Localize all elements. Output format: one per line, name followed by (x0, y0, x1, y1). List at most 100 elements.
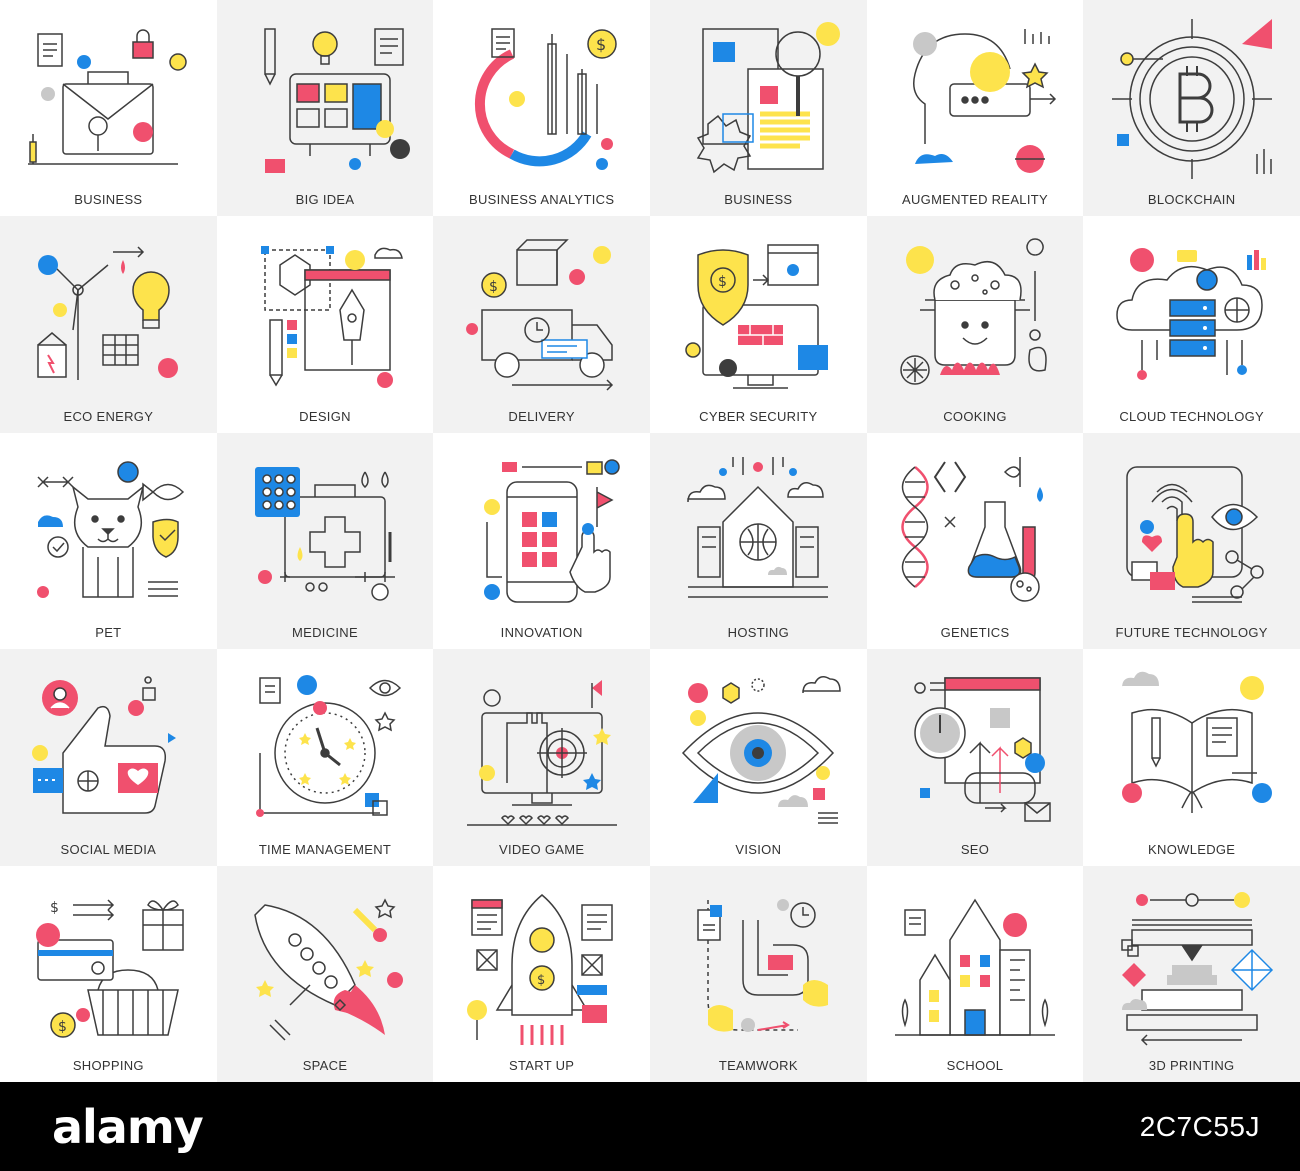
tile-vision: VISION (650, 649, 867, 866)
truck-icon: $ (465, 239, 613, 391)
tile-blockchain: BLOCKCHAIN (1083, 0, 1300, 217)
stock-image-id: 2C7C55J (1139, 1110, 1260, 1142)
server-house-icon (687, 456, 829, 598)
svg-text:$: $ (537, 973, 545, 988)
briefcase-icon (28, 29, 188, 165)
tile-label: VISION (735, 841, 782, 857)
tile-label: SOCIAL MEDIA (60, 841, 157, 857)
tile-social-media: SOCIAL MEDIA (0, 649, 217, 866)
hands-path-icon (697, 898, 829, 1032)
tile-label: BUSINESS ANALYTICS (469, 192, 615, 208)
open-book-icon (1121, 671, 1272, 814)
tile-label: DELIVERY (508, 408, 575, 424)
tile-label: ECO ENERGY (63, 408, 154, 424)
tile-label: BUSINESS (724, 192, 793, 208)
seo-gauge-icon (914, 677, 1051, 822)
tile-shopping: $ $ SHOPPING (0, 865, 217, 1082)
tile-start-up: $ START UP (433, 865, 650, 1082)
svg-text:$: $ (596, 35, 606, 54)
tile-school: SCHOOL (866, 865, 1084, 1082)
cooking-pot-icon (900, 238, 1047, 386)
tile-space: SPACE (216, 865, 434, 1082)
smartphone-icon (483, 459, 620, 603)
rocket-icon (254, 897, 403, 1041)
clock-icon (255, 675, 402, 818)
tile-genetics: GENETICS (866, 432, 1084, 650)
startup-rocket-icon: $ (466, 893, 613, 1045)
watermark-footer: alamy 2C7C55J (0, 1082, 1300, 1171)
school-building-icon (894, 898, 1055, 1036)
tile-business-2: BUSINESS (650, 0, 867, 217)
tile-delivery: $ DELIVERY (433, 216, 650, 433)
tile-label: SHOPPING (72, 1057, 144, 1073)
tile-hosting: HOSTING (650, 432, 867, 650)
tile-knowledge: KNOWLEDGE (1083, 649, 1300, 866)
tile-time-management: TIME MANAGEMENT (216, 649, 434, 866)
eye-icon (682, 676, 842, 824)
tile-augmented-reality: AUGMENTED REALITY (866, 0, 1084, 217)
tile-business-analytics: $ BUSINESS ANALYTICS (433, 0, 650, 217)
magnifier-document-icon (697, 22, 841, 174)
tile-label: INNOVATION (500, 625, 583, 641)
vr-headset-icon (912, 29, 1057, 173)
dna-icon (901, 456, 1043, 602)
tile-label: GENETICS (940, 625, 1010, 641)
cloud-server-icon (1115, 248, 1266, 381)
tile-business: BUSINESS (0, 0, 217, 217)
tile-pet: PET (0, 432, 217, 650)
tile-label: CYBER SECURITY (699, 408, 818, 424)
tile-label: KNOWLEDGE (1148, 841, 1236, 857)
first-aid-kit-icon (254, 466, 395, 601)
tile-future-technology: FUTURE TECHNOLOGY (1083, 432, 1300, 650)
tile-label: BLOCKCHAIN (1147, 192, 1236, 208)
tile-label: START UP (509, 1057, 575, 1073)
tile-label: TIME MANAGEMENT (258, 841, 392, 857)
tile-label: SCHOOL (946, 1057, 1004, 1073)
lightbulb-icon (264, 28, 410, 173)
tile-innovation: INNOVATION (433, 432, 650, 650)
tile-video-game: VIDEO GAME (433, 649, 650, 866)
tile-label: COOKING (943, 408, 1007, 424)
svg-text:$: $ (718, 274, 727, 290)
tile-big-idea: BIG IDEA (216, 0, 434, 217)
tile-label: FUTURE TECHNOLOGY (1115, 625, 1268, 641)
shopping-basket-icon: $ $ (36, 899, 185, 1038)
thumbs-up-icon (32, 676, 177, 814)
game-monitor-icon (466, 680, 617, 826)
tile-label: SEO (960, 841, 990, 857)
tile-cooking: COOKING (866, 216, 1084, 433)
tile-label: AUGMENTED REALITY (902, 192, 1048, 208)
fingerprint-tablet-icon (1125, 466, 1264, 603)
icon-grid: BUSINESS BIG IDEA (0, 0, 1300, 1082)
shield-monitor-icon: $ (685, 244, 829, 390)
tile-label: BUSINESS (74, 192, 143, 208)
tile-cyber-security: $ CYBER SECURITY (650, 216, 867, 433)
tile-label: BIG IDEA (295, 192, 355, 208)
3d-printer-icon (1120, 891, 1273, 1046)
pen-tool-icon (260, 246, 403, 389)
svg-text:$: $ (489, 279, 498, 295)
tile-cloud-technology: CLOUD TECHNOLOGY (1083, 216, 1300, 433)
tile-design: DESIGN (216, 216, 434, 433)
tile-teamwork: TEAMWORK (650, 865, 867, 1082)
tile-label: CLOUD TECHNOLOGY (1119, 408, 1265, 424)
tile-3d-printing: 3D PRINTING (1083, 865, 1300, 1082)
tile-label: HOSTING (727, 625, 789, 641)
tile-eco-energy: ECO ENERGY (0, 216, 217, 433)
tile-label: PET (95, 625, 122, 641)
wind-turbine-icon (37, 246, 179, 381)
tile-label: MEDICINE (292, 625, 358, 641)
tile-label: TEAMWORK (718, 1057, 798, 1073)
tile-medicine: MEDICINE (216, 432, 434, 650)
bitcoin-icon (1111, 19, 1272, 179)
cat-icon (37, 461, 185, 598)
tile-label: 3D PRINTING (1148, 1057, 1235, 1073)
tile-label: SPACE (302, 1057, 348, 1073)
tile-label: DESIGN (299, 408, 351, 424)
alamy-logo: alamy (52, 1099, 204, 1154)
tile-seo: SEO (866, 649, 1084, 866)
svg-text:$: $ (58, 1019, 67, 1035)
chart-icon: $ (474, 28, 617, 170)
tile-label: VIDEO GAME (498, 841, 585, 857)
svg-text:$: $ (50, 900, 59, 916)
